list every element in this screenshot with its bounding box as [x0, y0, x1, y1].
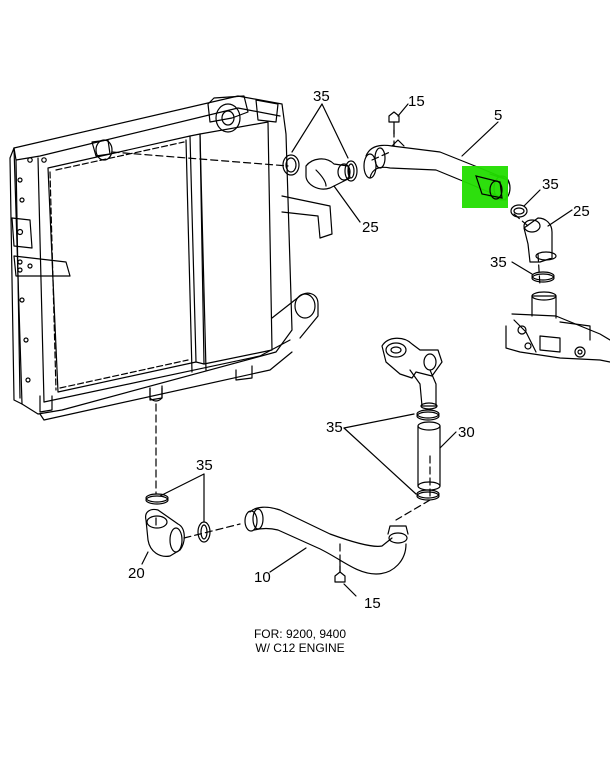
- part-5-highlight-outline: [475, 175, 503, 200]
- callout-20[interactable]: 20: [128, 565, 145, 582]
- part-30-hose-assembly: [381, 337, 443, 501]
- callout-30[interactable]: 30: [458, 424, 475, 441]
- callout-25-left[interactable]: 25: [362, 219, 379, 236]
- part-25-left-hose: [305, 158, 351, 190]
- callout-25-right[interactable]: 25: [573, 203, 590, 220]
- part-20-lower-elbow: [145, 508, 185, 557]
- diagram-caption: FOR: 9200, 9400 W/ C12 ENGINE: [210, 627, 390, 655]
- callout-35-right-upper[interactable]: 35: [542, 176, 559, 193]
- callout-35-top[interactable]: 35: [313, 88, 330, 105]
- radiator: [9, 95, 333, 421]
- part-10-lower-pipe: [244, 506, 409, 575]
- engine-fitting: [505, 291, 610, 363]
- callout-35-bottom[interactable]: 35: [196, 457, 213, 474]
- callout-35-middle[interactable]: 35: [326, 419, 343, 436]
- caption-line-2: W/ C12 ENGINE: [255, 641, 345, 655]
- callout-15-bottom[interactable]: 15: [364, 595, 381, 612]
- callout-35-right-lower[interactable]: 35: [490, 254, 507, 271]
- part-35-right-lower-clamp: [531, 271, 555, 283]
- caption-line-1: FOR: 9200, 9400: [253, 627, 347, 641]
- part-15-bottom-bolt: [334, 559, 346, 583]
- leader-lines: [141, 103, 573, 597]
- callout-5[interactable]: 5: [494, 107, 503, 124]
- part-25-right-hose: [523, 217, 557, 263]
- callout-15-top[interactable]: 15: [408, 93, 425, 110]
- part-35-right-upper-clamp: [510, 204, 528, 218]
- part-35-top-clamps: [282, 154, 358, 182]
- part-15-top-bolt: [388, 111, 400, 135]
- callout-10[interactable]: 10: [254, 569, 271, 586]
